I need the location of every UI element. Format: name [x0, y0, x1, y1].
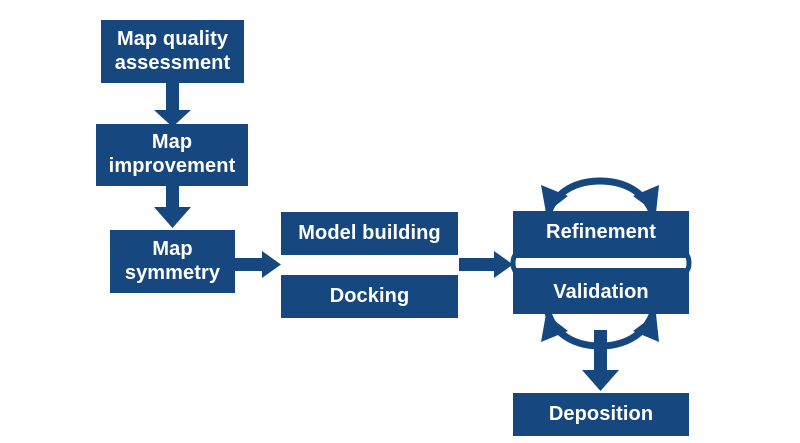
arrow-build-to-refinement	[459, 251, 513, 278]
node-label: Validation	[553, 281, 649, 304]
node-label: Model building	[298, 221, 441, 244]
node-map-improvement[interactable]: Map improvement	[96, 124, 248, 186]
node-docking[interactable]: Docking	[281, 275, 458, 318]
cycle-ring-gap-segment	[510, 252, 692, 274]
node-label: Deposition	[548, 402, 654, 425]
node-label: Refinement	[546, 220, 656, 243]
cycle-arc-bottom-icon	[541, 311, 659, 350]
node-label: Map improvement	[108, 131, 236, 177]
cycle-arc-top-icon	[541, 177, 659, 216]
node-validation[interactable]: Validation	[513, 272, 689, 314]
node-label: Map symmetry	[124, 237, 221, 284]
node-label: Docking	[329, 284, 410, 307]
node-map-quality-assessment[interactable]: Map quality assessment	[101, 20, 244, 83]
node-map-symmetry[interactable]: Map symmetry	[110, 230, 235, 293]
node-model-building[interactable]: Model building	[281, 212, 458, 255]
arrow-improvement-to-symmetry	[154, 186, 191, 228]
arrow-quality-to-improvement	[154, 83, 191, 127]
node-refinement[interactable]: Refinement	[513, 211, 689, 254]
node-label: Map quality assessment	[114, 27, 231, 74]
arrow-symmetry-to-build	[235, 251, 281, 278]
arrow-cycle-to-deposition	[582, 330, 619, 391]
node-deposition[interactable]: Deposition	[513, 393, 689, 436]
